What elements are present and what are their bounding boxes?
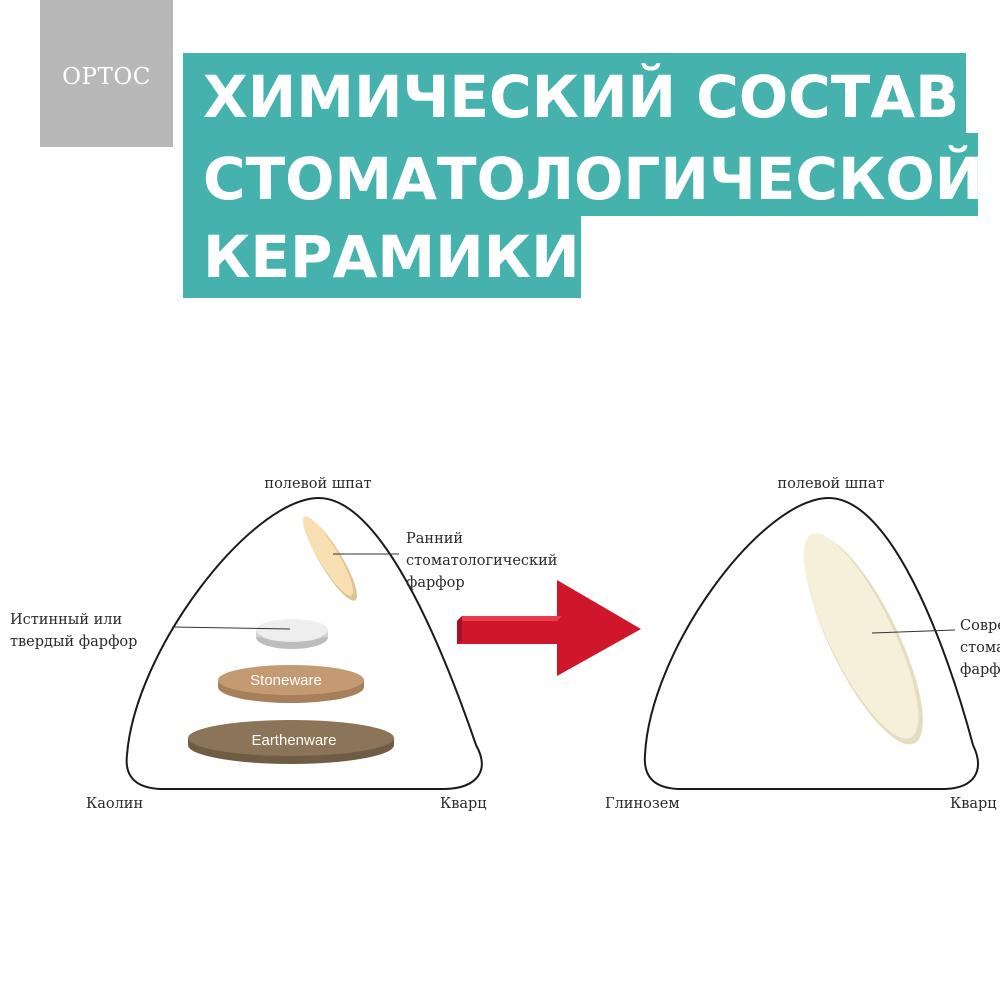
modern-porcelain-label-3: фарф bbox=[960, 662, 1000, 678]
title-line-2: СТОМАТОЛОГИЧЕСКОЙ bbox=[203, 145, 984, 213]
title-line-3-bar: КЕРАМИКИ bbox=[183, 216, 581, 298]
right-triangle-outline bbox=[643, 496, 979, 790]
true-porcelain-label-2: твердый фарфор bbox=[10, 634, 137, 650]
early-porcelain-disc bbox=[302, 516, 357, 601]
modern-porcelain-label-1: Совре bbox=[960, 618, 1000, 634]
right-bottom-left-vertex-label: Глинозем bbox=[605, 796, 680, 812]
title-line-1-bar: ХИМИЧЕСКИЙ СОСТАВ bbox=[183, 53, 966, 133]
modern-porcelain-label-2: стома bbox=[960, 640, 1000, 656]
early-porcelain-label-1: Ранний bbox=[406, 531, 463, 547]
title-line-3: КЕРАМИКИ bbox=[203, 223, 580, 291]
modern-porcelain-disc bbox=[803, 533, 923, 745]
left-top-vertex-label: полевой шпат bbox=[264, 476, 371, 492]
logo-text: ОРТОС bbox=[62, 63, 151, 90]
stoneware-label: Stoneware bbox=[250, 672, 322, 689]
early-porcelain-label-3: фарфор bbox=[406, 575, 465, 591]
true-porcelain-leader bbox=[171, 626, 291, 630]
left-triangle-outline bbox=[125, 496, 483, 790]
title-line-2-bar: СТОМАТОЛОГИЧЕСКОЙ bbox=[183, 133, 984, 216]
left-bottom-left-vertex-label: Каолин bbox=[86, 796, 143, 812]
right-top-vertex-label: полевой шпат bbox=[777, 476, 884, 492]
logo: ОРТОС bbox=[40, 0, 173, 147]
title-line-1: ХИМИЧЕСКИЙ СОСТАВ bbox=[203, 63, 960, 131]
true-porcelain-disc bbox=[256, 619, 328, 649]
early-porcelain-label-2: стоматологический bbox=[406, 553, 557, 569]
true-porcelain-label-1: Истинный или bbox=[10, 612, 122, 628]
transition-arrow bbox=[457, 580, 641, 676]
stoneware-disc bbox=[218, 665, 364, 703]
earthenware-label: Earthenware bbox=[251, 732, 336, 749]
earthenware-disc bbox=[188, 720, 394, 764]
left-bottom-right-vertex-label: Кварц bbox=[440, 796, 487, 812]
right-bottom-right-vertex-label: Кварц bbox=[950, 796, 997, 812]
modern-porcelain-leader bbox=[871, 629, 956, 634]
